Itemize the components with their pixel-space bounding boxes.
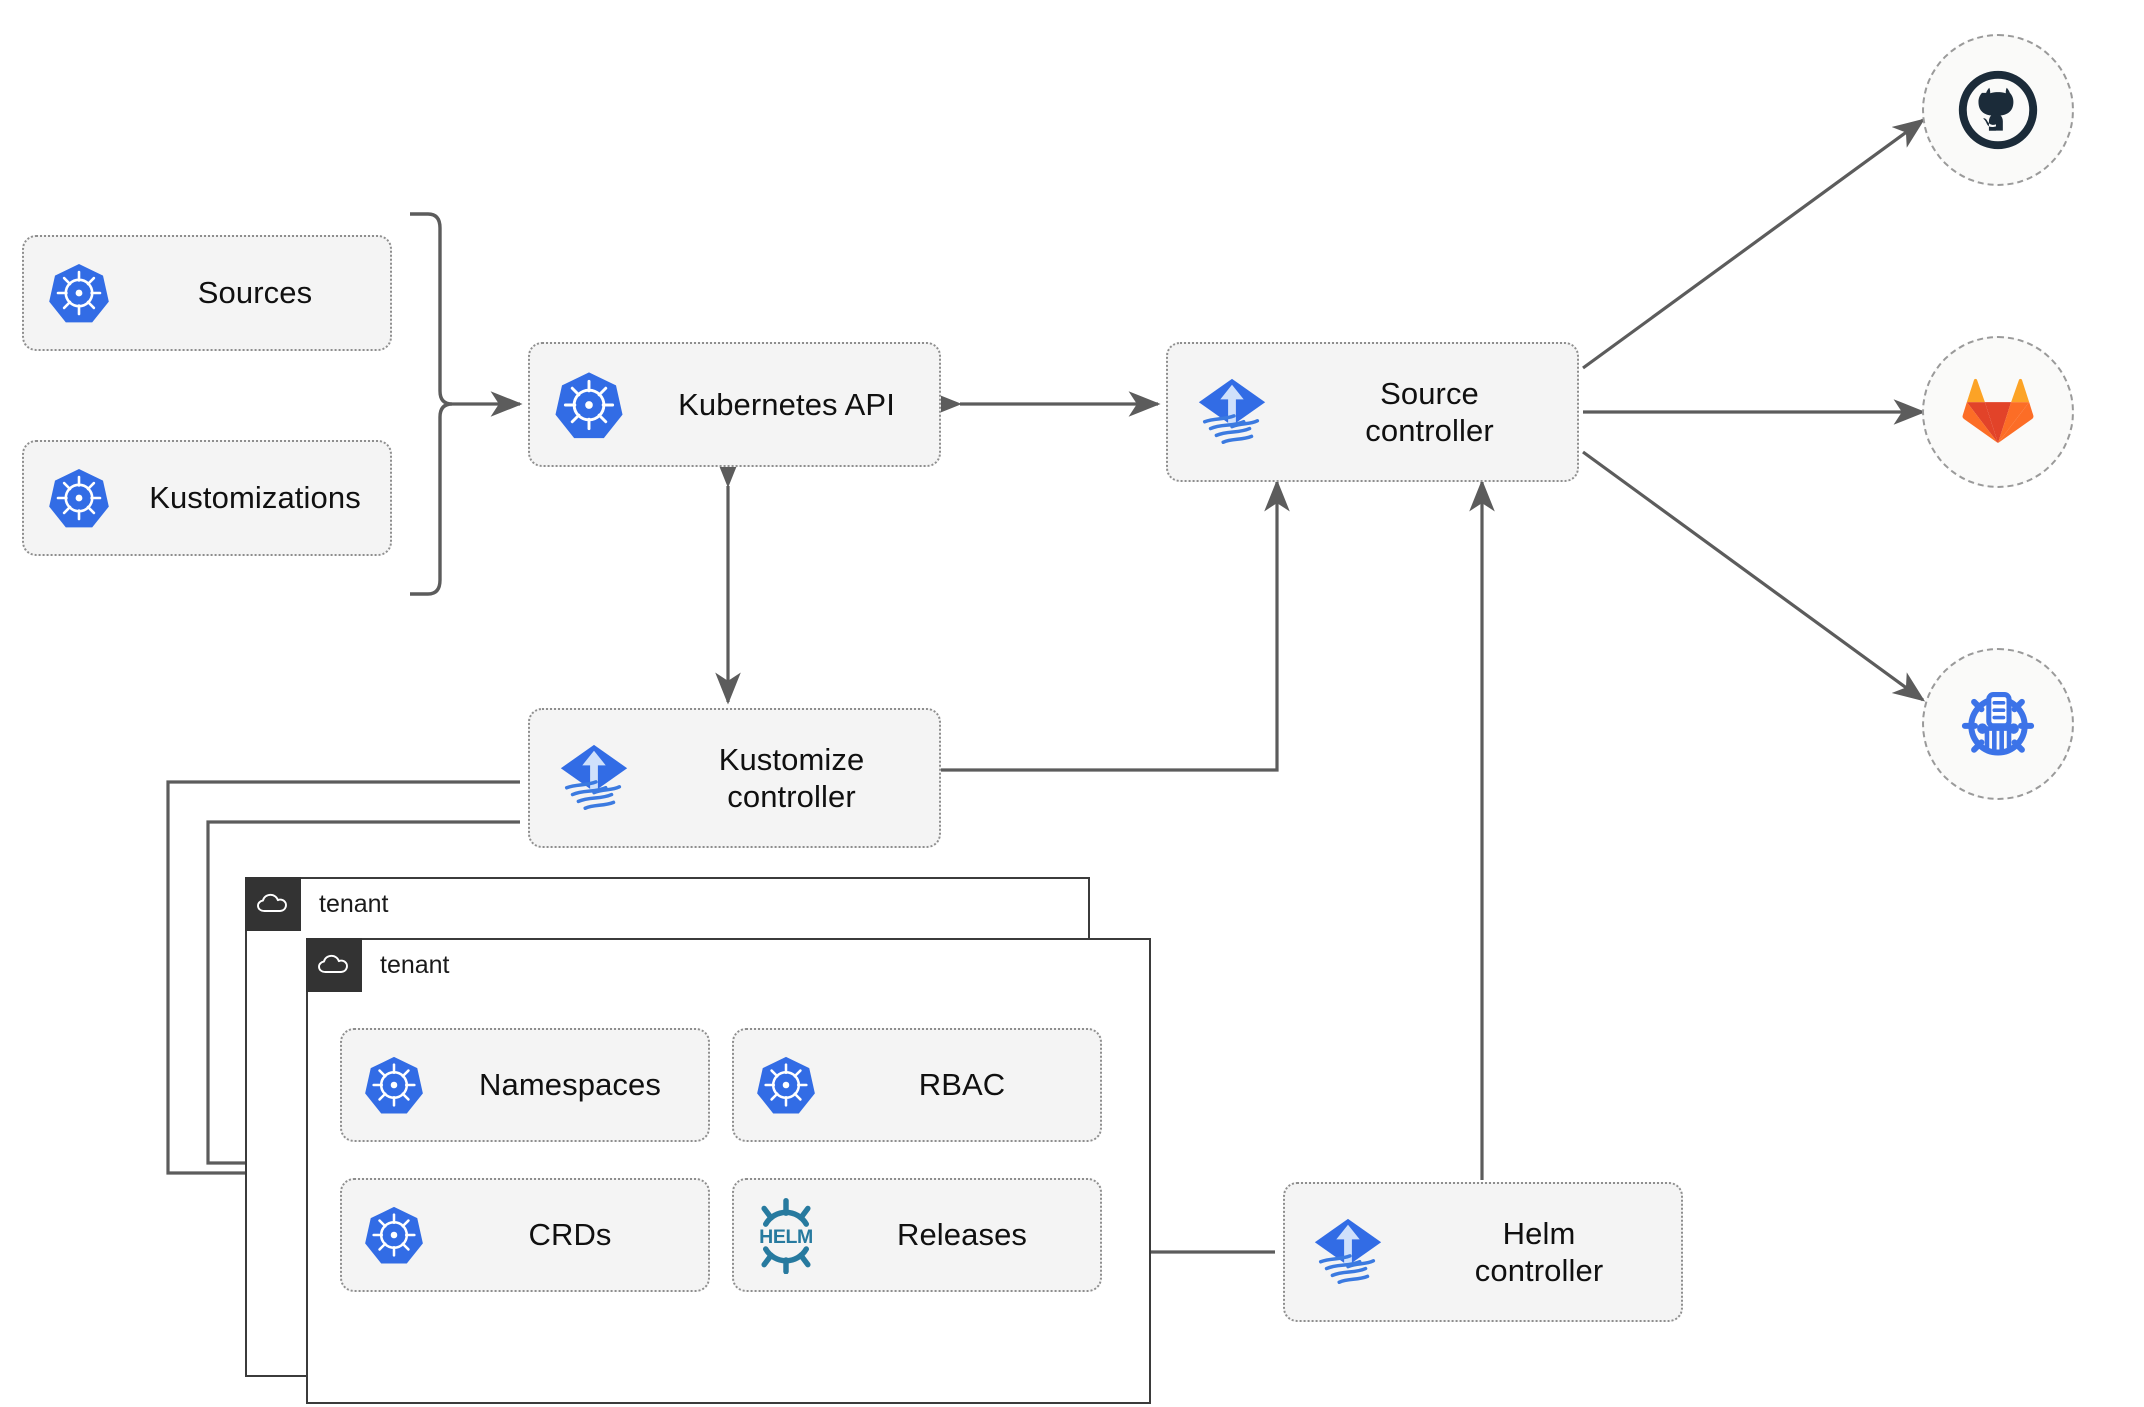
kubernetes-icon <box>24 261 134 325</box>
node-namespaces-label: Namespaces <box>479 1067 661 1103</box>
node-kustomizations[interactable]: Kustomizations <box>22 440 392 556</box>
node-source-controller-label: Source controller <box>1365 375 1494 448</box>
github-icon <box>1958 70 2038 150</box>
node-helm-controller[interactable]: Helm controller <box>1283 1182 1683 1322</box>
tenant-inner-label: tenant <box>380 950 450 979</box>
flux-icon <box>530 739 658 817</box>
node-kustomize-controller-label: Kustomize controller <box>718 741 865 814</box>
kubernetes-icon <box>530 369 648 441</box>
tenant-outer-label: tenant <box>319 889 389 918</box>
node-kubernetes-api-label: Kubernetes API <box>678 386 895 422</box>
node-kubernetes-api[interactable]: Kubernetes API <box>528 342 941 467</box>
external-gitlab[interactable] <box>1922 336 2074 488</box>
node-source-controller[interactable]: Source controller <box>1166 342 1579 482</box>
node-crds-label: CRDs <box>528 1217 612 1253</box>
external-github[interactable] <box>1922 34 2074 186</box>
external-helm-repository[interactable] <box>1922 648 2074 800</box>
node-rbac[interactable]: RBAC <box>732 1028 1102 1142</box>
node-helm-controller-label: Helm controller <box>1474 1215 1604 1288</box>
wire-source-to-github <box>1582 118 1926 370</box>
node-kustomizations-label: Kustomizations <box>149 480 361 516</box>
node-crds[interactable]: CRDs <box>340 1178 710 1292</box>
node-sources-label: Sources <box>197 275 313 311</box>
wire-kustomize-to-source <box>940 479 1290 772</box>
node-releases-label: Releases <box>896 1217 1028 1253</box>
node-rbac-label: RBAC <box>918 1067 1006 1103</box>
flux-icon <box>1285 1213 1411 1291</box>
wire-source-to-helmrepo <box>1582 450 1926 702</box>
helm-repository-icon <box>1961 692 2035 756</box>
flux-icon <box>1168 373 1296 451</box>
node-sources[interactable]: Sources <box>22 235 392 351</box>
kubernetes-icon <box>24 466 134 530</box>
cloud-icon <box>245 877 301 931</box>
node-kustomize-controller[interactable]: Kustomize controller <box>528 708 941 848</box>
node-namespaces[interactable]: Namespaces <box>340 1028 710 1142</box>
helm-icon: HELM <box>734 1196 838 1274</box>
kubernetes-icon <box>734 1054 838 1116</box>
tenant-inner: tenant <box>306 938 1151 1404</box>
svg-text:HELM: HELM <box>759 1226 813 1248</box>
gitlab-icon <box>1962 378 2034 444</box>
kubernetes-icon <box>342 1054 446 1116</box>
node-releases[interactable]: HELM Releases <box>732 1178 1102 1292</box>
cloud-icon <box>306 938 362 992</box>
group-brace <box>410 212 453 596</box>
kubernetes-icon <box>342 1204 446 1266</box>
